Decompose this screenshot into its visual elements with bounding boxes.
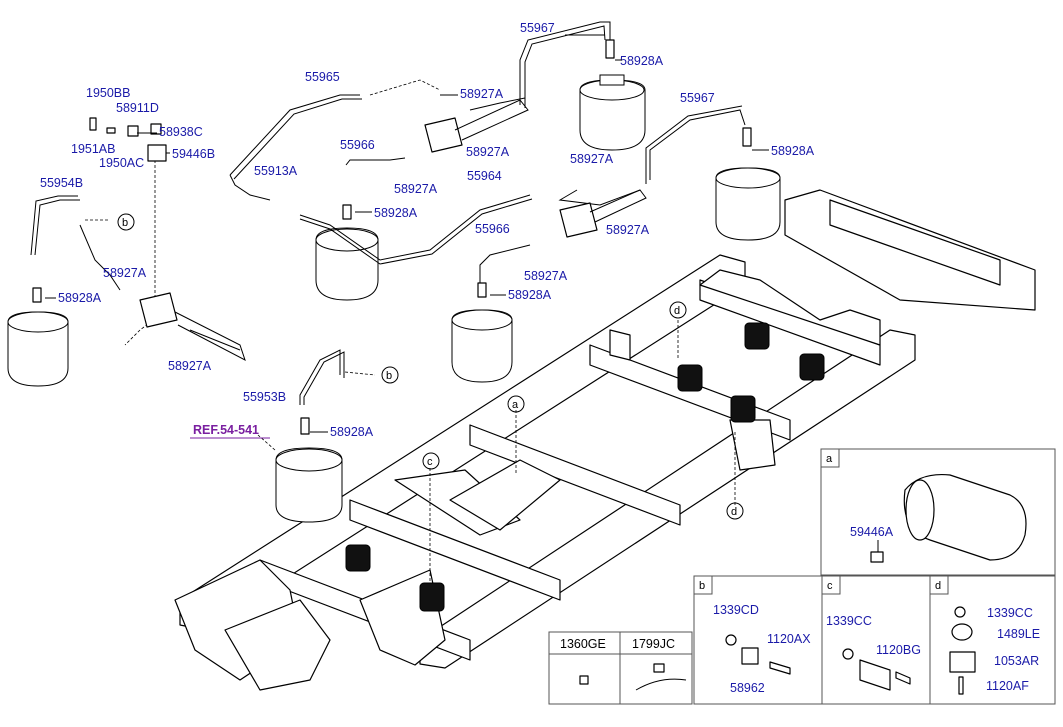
- label-58928a-5: 58928A: [330, 425, 374, 439]
- label-55965: 55965: [305, 70, 340, 84]
- callout-c1: c: [427, 456, 433, 468]
- label-58911d: 58911D: [116, 101, 159, 115]
- detail-a-part: 59446A: [850, 525, 894, 539]
- fitting-block-59446b: [147, 144, 167, 162]
- detail-d-letter: d: [935, 580, 941, 592]
- air-spring-bottom: [275, 447, 343, 523]
- label-58927a-2: 58927A: [466, 145, 510, 159]
- label-55966-a: 55966: [340, 138, 375, 152]
- label-58927a-8: 58927A: [168, 359, 212, 373]
- air-spring-middle: [315, 227, 379, 301]
- label-1950ac: 1950AC: [99, 156, 144, 170]
- label-55954b: 55954B: [40, 176, 83, 190]
- callout-a1: a: [512, 399, 519, 411]
- bottom-parts-table: 1360GE 1799JC: [548, 631, 693, 705]
- detail-d-part-4: 1120AF: [986, 679, 1029, 693]
- label-55913a: 55913A: [254, 164, 298, 178]
- detail-a-panel: a 59446A: [820, 448, 1056, 576]
- detail-d-part-3: 1053AR: [994, 654, 1039, 668]
- label-58927a-6: 58927A: [524, 269, 568, 283]
- leveling-valve-right: [559, 189, 647, 238]
- label-58927a-7: 58927A: [103, 266, 147, 280]
- label-55964: 55964: [467, 169, 502, 183]
- air-lines: [30, 21, 746, 582]
- air-spring-lower-middle: [451, 309, 513, 383]
- detail-c-part-1: 1339CC: [826, 614, 872, 628]
- chassis-frame: [174, 189, 1036, 691]
- detail-c-part-2: 1120BG: [876, 643, 921, 657]
- chassis-air-springs: [345, 322, 825, 612]
- detail-c-letter: c: [827, 580, 833, 592]
- table-col2-header: 1799JC: [632, 637, 675, 651]
- label-55967-right: 55967: [680, 91, 715, 105]
- label-58927a-5: 58927A: [606, 223, 650, 237]
- callout-b1: b: [122, 217, 128, 229]
- label-58928a-top: 58928A: [620, 54, 664, 68]
- detail-c-panel: c 1339CC 1120BG: [821, 575, 931, 705]
- detail-d-part-1: 1339CC: [987, 606, 1033, 620]
- detail-a-letter: a: [826, 453, 833, 465]
- callouts: b b d d a c: [117, 213, 744, 520]
- detail-b-letter: b: [699, 580, 705, 592]
- label-58928a-3: 58928A: [508, 288, 552, 302]
- detail-d-panel: d 1339CC 1489LE 1053AR 1120AF: [929, 575, 1056, 705]
- air-spring-right: [715, 167, 781, 241]
- label-59446b: 59446B: [172, 147, 215, 161]
- detail-b-part-3: 58962: [730, 681, 765, 695]
- label-55953b: 55953B: [243, 390, 286, 404]
- label-58928a-4: 58928A: [58, 291, 102, 305]
- detail-b-part-2: 1120AX: [767, 632, 811, 646]
- callout-d2: d: [731, 506, 737, 518]
- leader-lines: [45, 34, 769, 433]
- callout-d1: d: [674, 305, 680, 317]
- air-spring-left: [7, 311, 69, 387]
- detail-b-part-1: 1339CD: [713, 603, 759, 617]
- detail-d-part-2: 1489LE: [997, 627, 1040, 641]
- table-col1-header: 1360GE: [560, 637, 606, 651]
- detail-b-panel: b 1339CD 1120AX 58962: [693, 575, 823, 705]
- label-55967-top: 55967: [520, 21, 555, 35]
- small-fittings: [32, 39, 752, 435]
- label-1951ab: 1951AB: [71, 142, 115, 156]
- label-58938c: 58938C: [159, 125, 203, 139]
- label-58928a-right: 58928A: [771, 144, 815, 158]
- label-58927a-4: 58927A: [570, 152, 614, 166]
- label-55966-b: 55966: [475, 222, 510, 236]
- label-58928a-2: 58928A: [374, 206, 418, 220]
- label-1950bb: 1950BB: [86, 86, 130, 100]
- callout-b2: b: [386, 370, 392, 382]
- label-58927a-1: 58927A: [460, 87, 504, 101]
- part-labels: 55967 58928A 55965 58927A 55966 58927A 5…: [40, 21, 815, 439]
- reference-link[interactable]: REF.54-541: [193, 423, 259, 437]
- air-spring-top-right: [579, 74, 646, 151]
- leveling-valve-top: [424, 99, 529, 153]
- label-58927a-3: 58927A: [394, 182, 438, 196]
- leveling-valve-left: [139, 292, 246, 362]
